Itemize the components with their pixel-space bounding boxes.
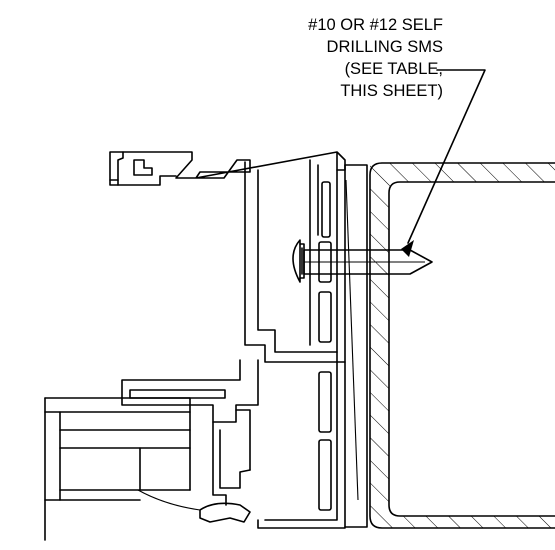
callout-line-1: #10 OR #12 SELF [308, 16, 443, 34]
callout-line-3: (SEE TABLE, [344, 60, 443, 78]
leader-arrowhead [401, 240, 414, 257]
sealant-strip [344, 164, 368, 528]
screw [292, 239, 433, 283]
callout-line-2: DRILLING SMS [326, 38, 443, 56]
panel-insert [44, 397, 191, 541]
screw-callout-note: #10 OR #12 SELF DRILLING SMS (SEE TABLE,… [308, 14, 443, 102]
tube-section [369, 162, 555, 529]
callout-leader [401, 69, 486, 257]
callout-line-4: THIS SHEET) [340, 82, 443, 100]
frame-extrusion [109, 151, 346, 529]
